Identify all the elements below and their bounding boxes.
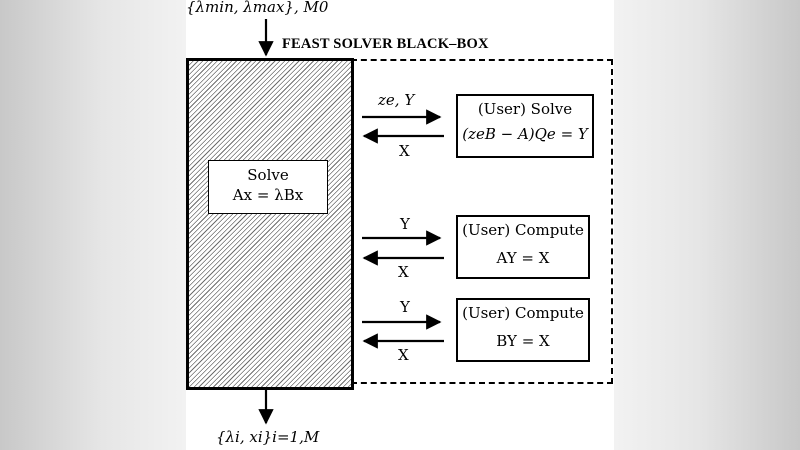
flow-arrows [258, 19, 444, 425]
blackbox-title: FEAST SOLVER BLACK–BOX [282, 36, 489, 52]
diagram-page: {λmin, λmax}, M0 FEAST SOLVER BLACK–BOX … [186, 0, 614, 450]
user-solve-box: (User) Solve (zeB − A)Qe = Y [456, 94, 594, 158]
user-solve-equation: (zeB − A)Qe = Y [462, 125, 588, 143]
output-label: {λi, xi}i=1,M [216, 428, 320, 446]
input-label: {λmin, λmax}, M0 [186, 0, 329, 16]
send-label-2: Y [400, 215, 410, 233]
user-compute-by-title: (User) Compute [462, 304, 584, 322]
right-margin [614, 0, 800, 450]
return-label-1: X [399, 142, 410, 160]
left-margin [0, 0, 186, 450]
user-compute-ay-title: (User) Compute [462, 221, 584, 239]
user-compute-ay-box: (User) Compute AY = X [456, 215, 590, 279]
blackbox-dashed-boundary [351, 59, 613, 384]
return-label-3: X [398, 346, 409, 364]
eigen-equation: Ax = λBx [232, 186, 304, 204]
eigen-solve-title: Solve [247, 166, 289, 184]
user-compute-by-box: (User) Compute BY = X [456, 298, 590, 362]
return-label-2: X [398, 263, 409, 281]
feast-solver-column [186, 58, 354, 390]
user-compute-by-equation: BY = X [496, 332, 550, 350]
send-label-1: ze, Y [378, 91, 415, 109]
user-compute-ay-equation: AY = X [496, 249, 550, 267]
eigen-solve-box: Solve Ax = λBx [208, 160, 328, 214]
user-solve-title: (User) Solve [477, 100, 573, 118]
send-label-3: Y [400, 298, 410, 316]
